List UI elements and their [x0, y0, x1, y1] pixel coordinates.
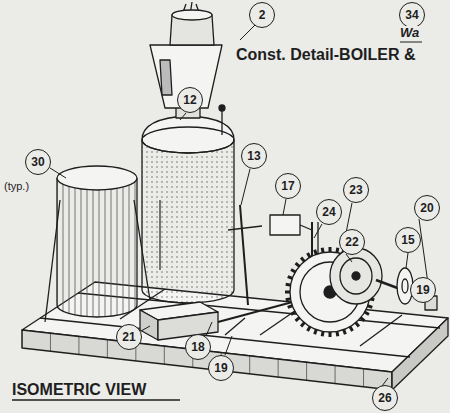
leader-lines — [12, 24, 430, 400]
callout-circle: 19 — [208, 355, 234, 381]
heading-text: Const. Detail-BOILER & — [234, 46, 418, 64]
callout-number: 22 — [345, 236, 358, 248]
engine — [140, 300, 300, 340]
callout-circle: 13 — [241, 143, 267, 169]
callout-number: 30 — [31, 156, 44, 168]
callout-circle: 30 — [25, 149, 51, 175]
callout-circle: 34 — [399, 2, 425, 28]
callout-circle: 24 — [316, 199, 342, 225]
gear-wheel — [285, 247, 382, 337]
view-title: ISOMETRIC VIEW — [10, 381, 148, 399]
callout-number: 34 — [405, 9, 418, 21]
callout-number: 24 — [322, 206, 335, 218]
callout-number: 15 — [401, 234, 414, 246]
note-text: (typ.) — [2, 180, 31, 192]
callout-number: 19 — [214, 362, 227, 374]
water-tank — [45, 166, 150, 322]
callout-number: 21 — [122, 331, 135, 343]
callout-circle: 2 — [249, 2, 275, 28]
callout-number: 2 — [259, 9, 266, 21]
callout-circle: 15 — [395, 227, 421, 253]
heading-text: Wa — [398, 26, 421, 40]
callout-circle: 12 — [177, 87, 203, 113]
callout-circle: 20 — [414, 195, 440, 221]
callout-number: 17 — [281, 180, 294, 192]
callout-number: 19 — [416, 284, 429, 296]
callout-circle: 21 — [116, 324, 142, 350]
callout-circle: 17 — [275, 173, 301, 199]
callout-circle: 26 — [372, 385, 398, 411]
boiler — [142, 2, 234, 303]
callout-circle: 18 — [185, 334, 211, 360]
callout-number: 13 — [247, 150, 260, 162]
callout-number: 20 — [420, 202, 433, 214]
callout-number: 18 — [191, 341, 204, 353]
callout-circle: 23 — [343, 177, 369, 203]
shaft-and-pulley — [376, 268, 437, 310]
callout-number: 26 — [378, 392, 391, 404]
callout-number: 23 — [349, 184, 362, 196]
callout-circle: 19 — [410, 277, 436, 303]
callout-number: 12 — [183, 94, 196, 106]
callout-circle: 22 — [339, 229, 365, 255]
